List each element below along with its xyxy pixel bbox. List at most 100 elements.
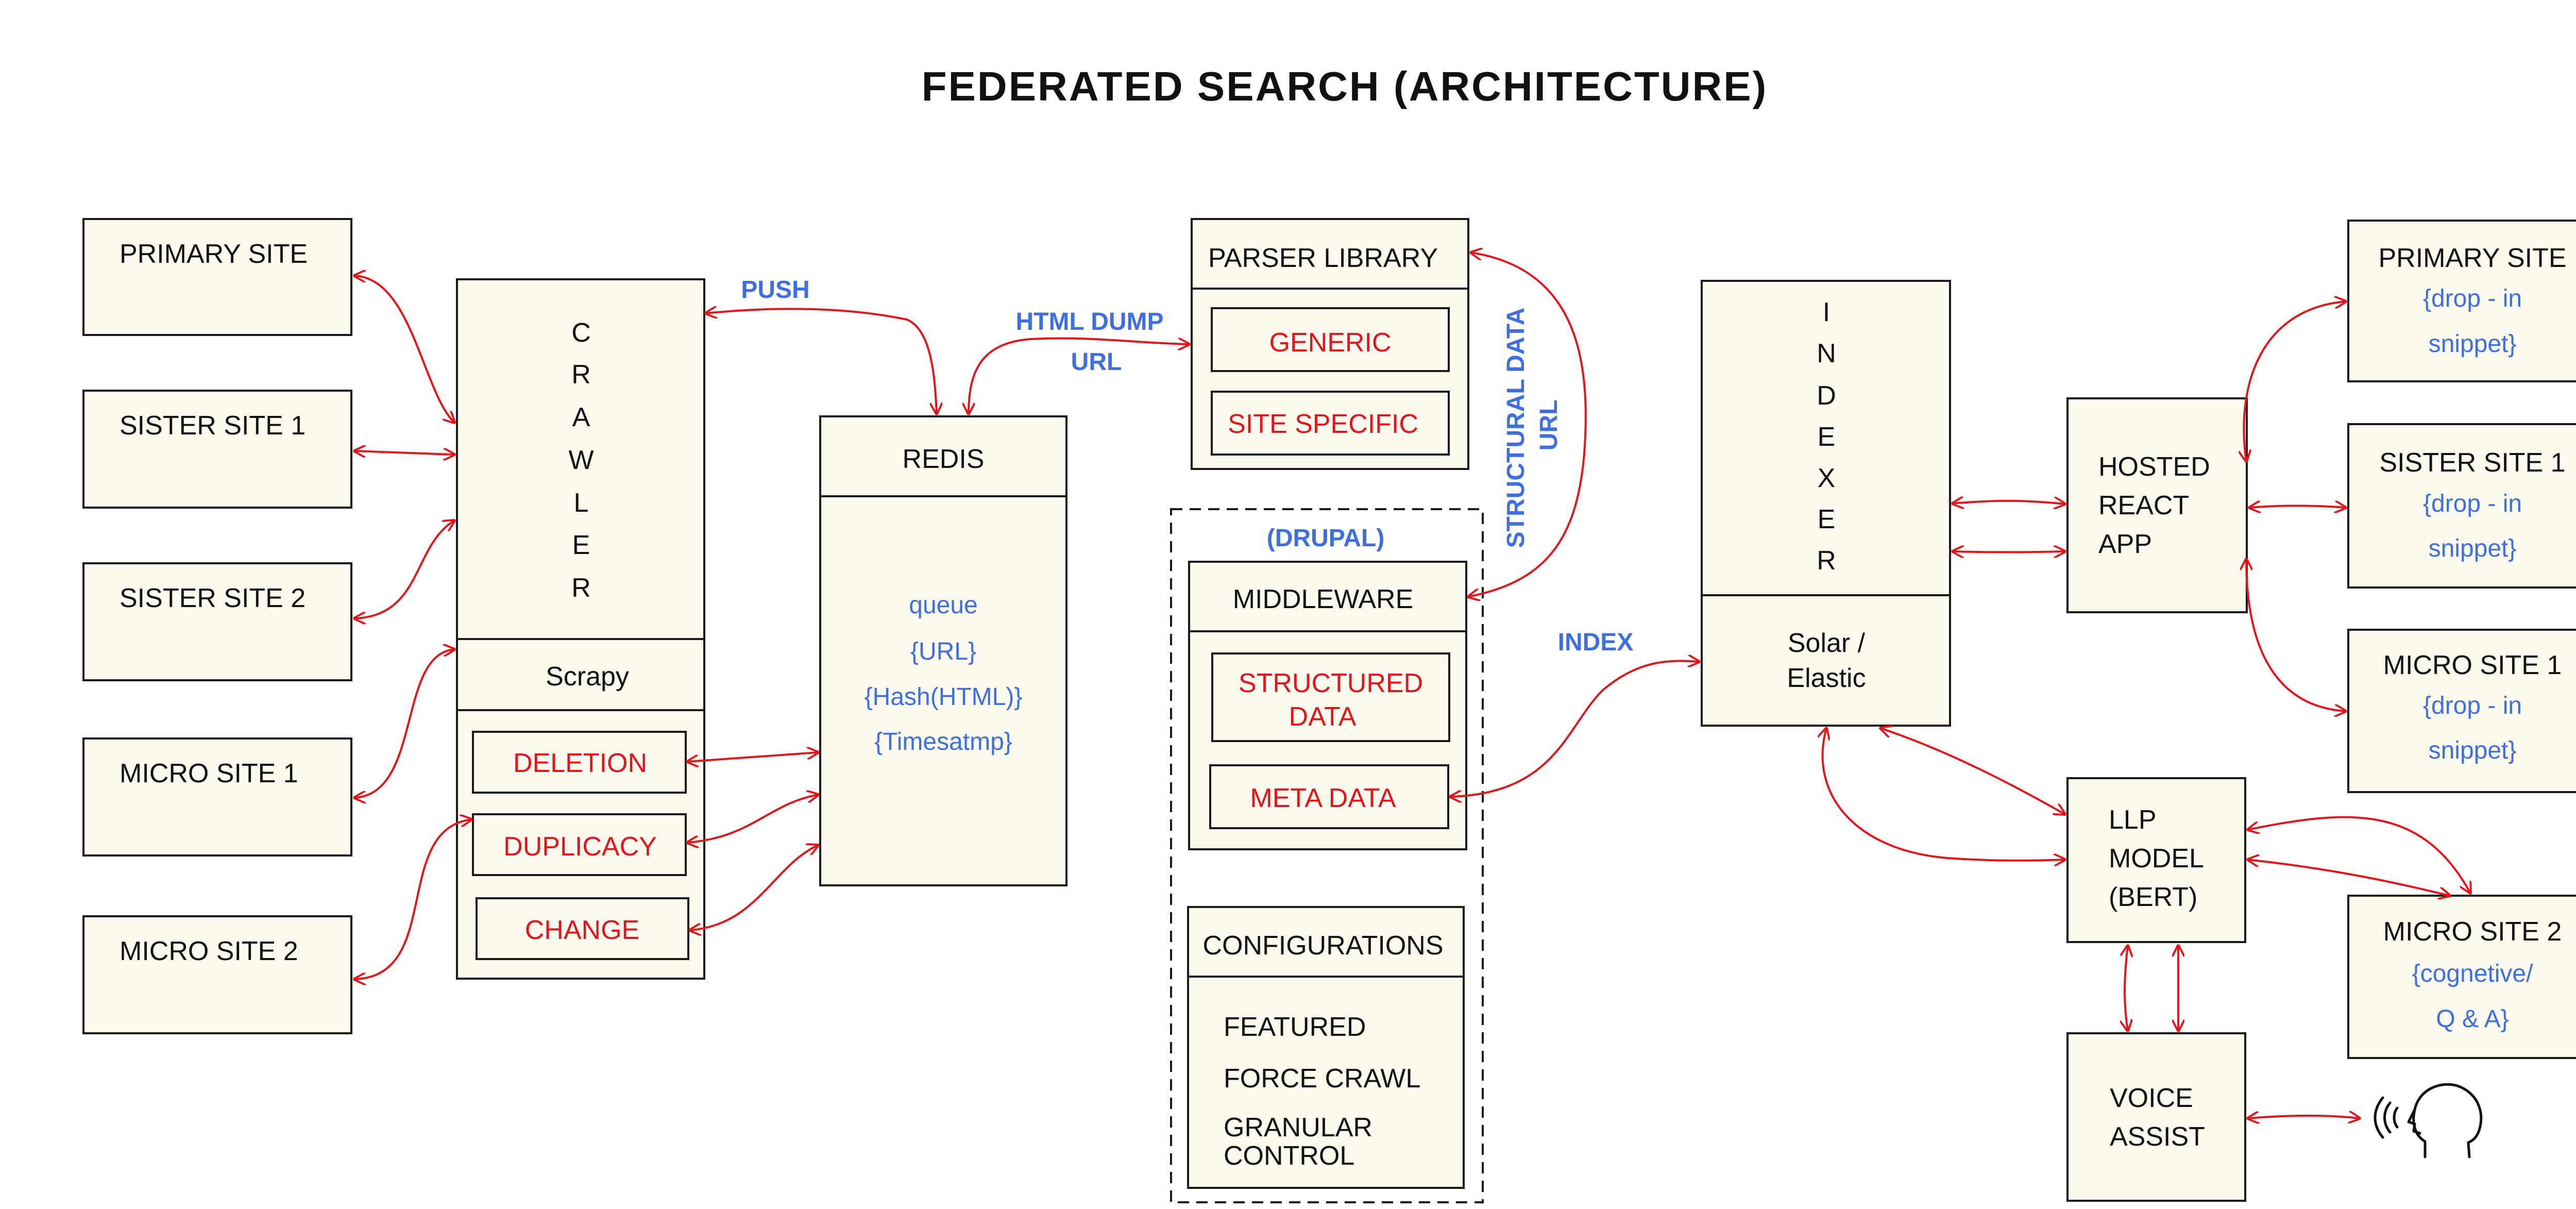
arrow-crawler-redis-push — [706, 309, 937, 414]
arrow-micro2-crawler — [354, 819, 471, 979]
arrow-primary-crawler — [354, 276, 454, 423]
solar-elastic-line: Elastic — [1787, 663, 1866, 693]
duplicacy-label: DUPLICACY — [503, 832, 657, 862]
indexer-letter: E — [1818, 422, 1836, 452]
arrow-voice-speaker — [2248, 1116, 2360, 1118]
target-sister-snippet: snippet} — [2429, 535, 2517, 562]
config-force-crawl: FORCE CRAWL — [1224, 1064, 1420, 1094]
scrapy-label: Scrapy — [546, 662, 629, 692]
diagram-title: FEDERATED SEARCH (ARCHITECTURE) — [922, 63, 1768, 109]
configurations-box: CONFIGURATIONS FEATURED FORCE CRAWL GRAN… — [1187, 906, 1465, 1189]
target-micro2-line: {cognetive/ — [2412, 960, 2534, 987]
react-app-line: HOSTED — [2098, 452, 2210, 482]
structural-data-label: STRUCTURAL DATA — [1502, 308, 1530, 548]
target-primary-site: PRIMARY SITE {drop - in snippet} — [2347, 220, 2576, 382]
meta-data-box: META DATA — [1209, 764, 1449, 829]
crawler-letter: A — [572, 402, 590, 432]
llp-model-box: LLP MODEL (BERT) — [2066, 777, 2246, 943]
source-sister2-label: SISTER SITE 2 — [120, 583, 306, 613]
speaking-head-icon — [2374, 1083, 2483, 1158]
target-primary-snippet: {drop - in — [2423, 285, 2522, 312]
indexer-letter: X — [1818, 463, 1836, 493]
crawler-letter: C — [571, 318, 591, 348]
source-sister-site-2: SISTER SITE 2 — [82, 562, 352, 681]
target-micro2-line: Q & A} — [2436, 1005, 2509, 1033]
source-primary-site: PRIMARY SITE — [82, 218, 352, 336]
arrow-indexer-llp-2 — [1823, 728, 2065, 861]
html-dump-label: HTML DUMP — [1015, 308, 1163, 335]
structured-data-box: STRUCTURED DATA — [1211, 652, 1450, 742]
redis-line: {Timesatmp} — [874, 728, 1012, 755]
arrow-indexer-react-1 — [1953, 501, 2065, 504]
llp-model-line: MODEL — [2109, 844, 2204, 874]
middleware-title: MIDDLEWARE — [1233, 584, 1414, 614]
crawler-letter: L — [574, 488, 589, 518]
source-micro-site-1: MICRO SITE 1 — [82, 737, 352, 857]
redis-line: {Hash(HTML)} — [865, 683, 1023, 711]
parser-library-title: PARSER LIBRARY — [1208, 243, 1438, 273]
target-micro1-title: MICRO SITE 1 — [2383, 650, 2562, 680]
deletion-label: DELETION — [513, 748, 647, 778]
redis-box: REDIS queue {URL} {Hash(HTML)} {Timesatm… — [819, 415, 1067, 886]
arrow-llp-micro2-1 — [2248, 816, 2470, 893]
arrow-sister1-crawler — [354, 451, 454, 455]
indexer-vertical-label: I N D E X E R — [1817, 297, 1836, 576]
target-sister-title: SISTER SITE 1 — [2379, 448, 2565, 478]
arrow-indexer-llp-1 — [1880, 728, 2065, 814]
drupal-label: (DRUPAL) — [1267, 525, 1384, 552]
index-label: INDEX — [1558, 629, 1634, 656]
crawler-letter: E — [572, 530, 590, 560]
site-specific-label: SITE SPECIFIC — [1228, 409, 1418, 439]
hosted-react-app-box: HOSTED REACT APP — [2066, 397, 2248, 613]
arrow-parser-middleware — [1468, 253, 1587, 597]
change-label: CHANGE — [525, 915, 639, 945]
solar-elastic-line: Solar / — [1788, 628, 1866, 658]
arrow-redis-parser — [969, 337, 1189, 414]
redis-line: queue — [909, 592, 977, 619]
push-label: PUSH — [741, 276, 809, 304]
arrow-llp-voice-1 — [2125, 946, 2128, 1031]
arrow-micro1-crawler — [354, 649, 454, 798]
voice-assist-line: VOICE — [2110, 1083, 2193, 1113]
middleware-box: MIDDLEWARE STRUCTURED DATA META DATA — [1188, 561, 1467, 850]
target-micro1-snippet: {drop - in — [2423, 692, 2522, 719]
arrow-duplicacy-redis — [687, 795, 818, 843]
target-sister-snippet: {drop - in — [2423, 490, 2522, 517]
config-granular-line: GRANULAR — [1224, 1113, 1372, 1143]
indexer-letter: D — [1817, 381, 1836, 411]
source-micro1-label: MICRO SITE 1 — [120, 759, 298, 788]
arrow-react-micro1 — [2246, 559, 2346, 711]
url-label: URL — [1071, 348, 1122, 376]
arrow-indexer-react-2 — [1953, 551, 2065, 552]
redis-line: {URL} — [910, 638, 976, 665]
arrow-react-primary — [2244, 301, 2346, 461]
parser-library-box: PARSER LIBRARY GENERIC SITE SPECIFIC — [1191, 218, 1469, 470]
crawler-vertical-label: C R A W L E R — [568, 318, 594, 603]
config-featured: FEATURED — [1224, 1012, 1366, 1042]
arrow-deletion-redis — [687, 752, 818, 762]
source-micro-site-2: MICRO SITE 2 — [82, 915, 352, 1034]
duplicacy-box: DUPLICACY — [472, 813, 687, 876]
crawler-letter: W — [568, 445, 594, 475]
indexer-box: I N D E X E R Solar / Elastic — [1701, 280, 1951, 727]
target-primary-title: PRIMARY SITE — [2378, 243, 2566, 273]
indexer-letter: E — [1818, 505, 1836, 534]
structured-data-line: DATA — [1289, 702, 1357, 732]
voice-assist-box: VOICE ASSIST — [2066, 1032, 2246, 1202]
target-micro-site-2: MICRO SITE 2 {cognetive/ Q & A} — [2347, 895, 2576, 1059]
react-app-line: REACT — [2098, 491, 2189, 520]
structural-url-label: URL — [1535, 400, 1563, 451]
crawler-letter: R — [571, 360, 591, 390]
change-box: CHANGE — [476, 897, 689, 960]
source-micro2-label: MICRO SITE 2 — [120, 936, 298, 966]
arrow-metadata-indexer — [1450, 661, 1699, 797]
target-micro1-snippet: snippet} — [2429, 737, 2517, 764]
drupal-container: (DRUPAL) MIDDLEWARE STRUCTURED DATA META… — [1170, 508, 1484, 1203]
arrow-react-sister — [2249, 506, 2346, 508]
configurations-title: CONFIGURATIONS — [1202, 931, 1443, 961]
generic-box: GENERIC — [1211, 307, 1450, 372]
redis-title: REDIS — [903, 444, 985, 474]
llp-model-line: LLP — [2109, 805, 2157, 835]
deletion-box: DELETION — [472, 731, 687, 794]
target-primary-snippet: snippet} — [2429, 330, 2517, 358]
